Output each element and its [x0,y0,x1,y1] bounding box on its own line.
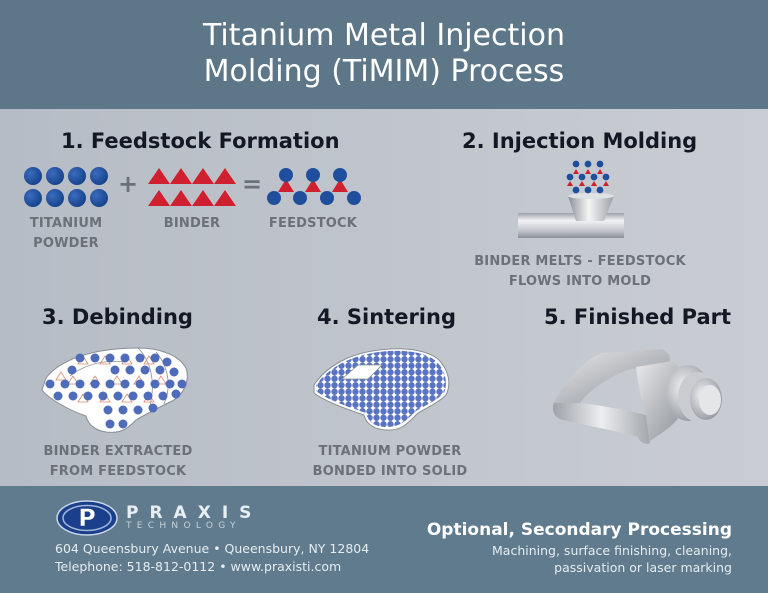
caption-line-1: TITANIUM POWDER [318,444,462,459]
feedstock-label: FEEDSTOCK [268,216,358,231]
step-1-title: 1. Feedstock Formation [61,129,340,153]
contact-info: Telephone: 518-812-0112 • www.praxisti.c… [55,559,342,574]
caption-line-1: BINDER EXTRACTED [43,444,193,459]
step-4-caption: TITANIUM POWDER BONDED INTO SOLID [290,442,490,482]
secondary-processing-line-2: passivation or laser marking [554,560,732,575]
step-3-caption: BINDER EXTRACTED FROM FEEDSTOCK [28,442,208,482]
caption-line-2: FROM FEEDSTOCK [49,464,187,479]
address: 604 Queensbury Avenue • Queensbury, NY 1… [55,541,370,556]
label-line-2: POWDER [33,236,99,251]
footer [0,486,768,593]
injection-molding-icon [518,160,624,238]
finished-part-icon [552,349,722,444]
binder-icon [148,168,236,206]
title-line-2: Molding (TiMIM) Process [203,54,565,89]
titanium-powder-label: TITANIUM POWDER [26,214,106,254]
page-title: Titanium Metal Injection Molding (TiMIM)… [0,18,768,90]
step-3-title: 3. Debinding [42,305,193,329]
secondary-processing-line-1: Machining, surface finishing, cleaning, [492,543,732,558]
svg-text:P: P [78,504,96,532]
label-line-1: TITANIUM [29,216,103,231]
caption-line-2: FLOWS INTO MOLD [508,274,652,289]
step-2-caption: BINDER MELTS - FEEDSTOCK FLOWS INTO MOLD [455,252,705,292]
binder-label: BINDER [163,216,221,231]
plus-operator: + [118,170,139,198]
praxis-logo-icon: P [56,500,118,536]
header-banner: Titanium Metal Injection Molding (TiMIM)… [0,0,768,109]
equals-operator: = [242,170,263,198]
step-5-title: 5. Finished Part [544,305,732,329]
titanium-powder-icon [24,167,108,207]
step-2-title: 2. Injection Molding [462,129,698,153]
step-4-title: 4. Sintering [317,305,456,329]
sintering-part-icon [313,348,450,431]
debinding-part-icon [41,347,188,433]
logo-wordmark: PRAXIS [126,503,263,523]
title-line-1: Titanium Metal Injection [203,18,565,53]
caption-line-1: BINDER MELTS - FEEDSTOCK [474,254,686,269]
caption-line-2: BONDED INTO SOLID [312,464,468,479]
feedstock-icon [267,168,361,205]
logo-subtitle: TECHNOLOGY [126,521,241,531]
secondary-processing-title: Optional, Secondary Processing [426,520,732,540]
